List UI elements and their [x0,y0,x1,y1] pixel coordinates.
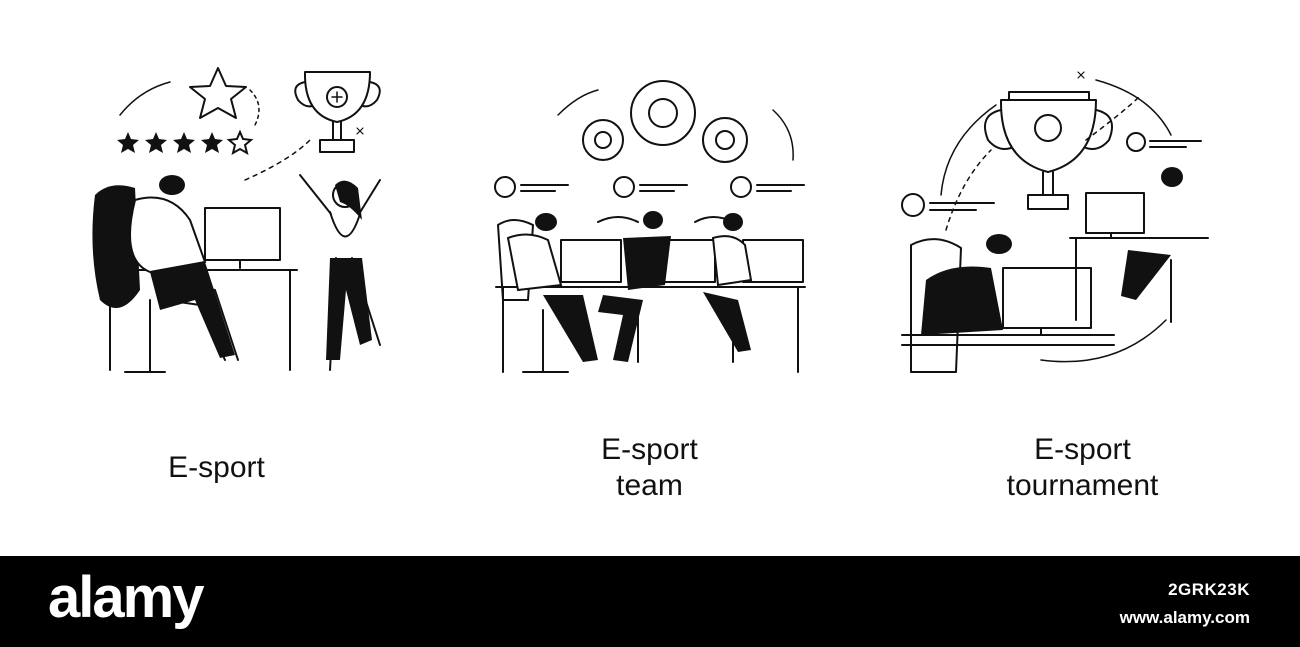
caption-esport-tournament: E-sport tournament [866,432,1299,504]
big-star-icon [189,67,247,119]
brand-logo: alamy [48,565,204,630]
profile-icon-left [494,176,569,198]
caption-esport-team: E-sport team [433,432,866,504]
star-5-icon [226,129,254,156]
star-2-icon [145,132,167,153]
caption-line: E-sport [601,433,698,466]
gears-icon [582,80,748,163]
caption-line: E-sport [168,451,265,484]
site-url: www.alamy.com [1119,608,1250,627]
caption-line: tournament [1006,469,1159,502]
profile-icon-right [730,176,805,198]
caption-line: E-sport [1034,433,1131,466]
trophy-icon [294,71,381,153]
profile-icon-right [1126,132,1202,152]
esport-illustration [92,67,381,373]
esport-team-illustration [494,80,806,373]
profile-icon-left [901,193,995,217]
star-3-icon [173,132,195,153]
star-1-icon [117,132,139,153]
panel-esport: E-sport [0,0,433,556]
panel-esport-team: E-sport team [433,0,866,556]
esport-tournament-illustration [901,71,1209,373]
image-id: 2GRK23K [1168,580,1250,599]
caption-esport: E-sport [0,450,433,486]
trophy-icon [984,99,1113,210]
caption-line: team [616,469,683,502]
star-4-icon [201,132,223,153]
profile-icon-center [613,176,688,198]
panel-esport-tournament: E-sport tournament [866,0,1299,556]
watermark-footer: alamy 2GRK23K www.alamy.com [0,556,1300,647]
